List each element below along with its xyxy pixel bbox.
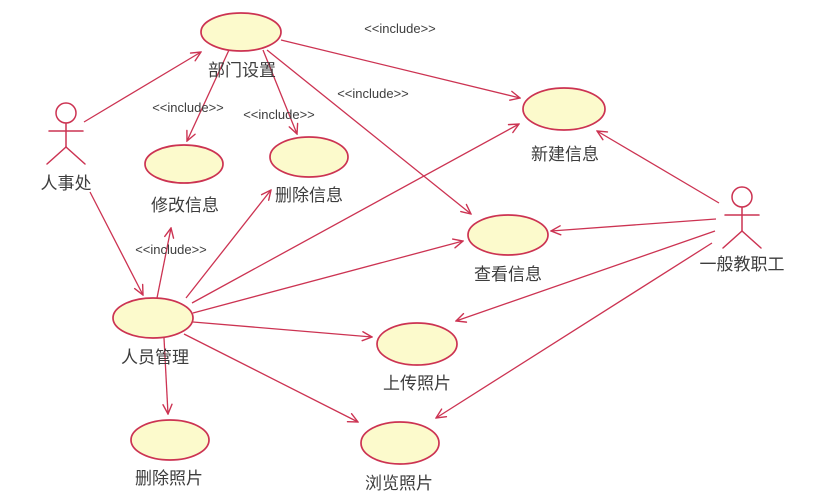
edge-personnel-mgmt--browse-photo: [183, 333, 358, 422]
edge-personnel-mgmt--create-info: [191, 124, 519, 304]
include-stereotype-label-4: <<include>>: [337, 86, 409, 101]
actor-general-staff-head-icon: [731, 186, 753, 208]
usecase-upload-photo-ellipse: [376, 322, 458, 366]
actor-general-staff-left-leg: [722, 230, 743, 249]
edge-general-staff--upload-photo: [456, 230, 716, 321]
actor-general-staff-label: 一般教职工: [700, 255, 785, 274]
edge-personnel-office--department-setup: [83, 52, 201, 123]
edge-department-setup--view-info: [266, 49, 471, 214]
usecase-browse-photo-ellipse: [360, 421, 440, 465]
usecase-view-info-ellipse: [467, 214, 549, 256]
usecase-browse-photo-label: 浏览照片: [365, 474, 433, 493]
usecase-modify-info-label: 修改信息: [151, 196, 219, 215]
edge-general-staff--browse-photo: [436, 242, 713, 418]
include-stereotype-label-1: <<include>>: [152, 100, 224, 115]
actor-personnel-office-figure: [46, 102, 86, 165]
actor-general-staff-figure: [722, 186, 762, 249]
usecase-delete-info-ellipse: [269, 136, 349, 178]
usecase-personnel-mgmt-ellipse: [112, 297, 194, 339]
edge-personnel-mgmt--modify-info: [156, 228, 171, 299]
actor-personnel-office-right-leg: [65, 146, 86, 165]
edge-general-staff--create-info: [597, 131, 720, 204]
usecase-delete-photo-label: 删除照片: [135, 469, 203, 488]
edge-personnel-mgmt--upload-photo: [192, 321, 372, 337]
actor-personnel-office-left-leg: [46, 146, 67, 165]
usecase-delete-photo-ellipse: [130, 419, 210, 461]
edge-department-setup--create-info: [280, 39, 520, 98]
usecase-upload-photo-label: 上传照片: [383, 374, 451, 393]
edge-general-staff--view-info: [551, 218, 717, 231]
edge-personnel-mgmt--delete-info: [185, 190, 271, 299]
edge-personnel-mgmt--view-info: [192, 241, 463, 314]
actor-personnel-office-head-icon: [55, 102, 77, 124]
usecase-create-info-ellipse: [522, 87, 606, 131]
usecase-modify-info-ellipse: [144, 144, 224, 184]
include-stereotype-label-5: <<include>>: [135, 242, 207, 257]
actor-personnel-office-label: 人事处: [41, 174, 92, 193]
edge-personnel-mgmt--delete-photo: [164, 337, 168, 414]
usecase-personnel-mgmt-label: 人员管理: [121, 348, 189, 367]
edge-department-setup--delete-info: [262, 49, 297, 134]
usecase-delete-info-label: 删除信息: [275, 186, 343, 205]
include-stereotype-label-2: <<include>>: [243, 107, 315, 122]
usecase-department-setup-ellipse: [200, 12, 282, 52]
actor-general-staff-right-leg: [741, 230, 762, 249]
edge-department-setup--modify-info: [187, 49, 230, 141]
include-stereotype-label-3: <<include>>: [364, 21, 436, 36]
usecase-create-info-label: 新建信息: [531, 145, 599, 164]
edge-personnel-office--personnel-mgmt: [89, 191, 143, 295]
usecase-department-setup-label: 部门设置: [208, 61, 276, 80]
usecase-view-info-label: 查看信息: [474, 265, 542, 284]
